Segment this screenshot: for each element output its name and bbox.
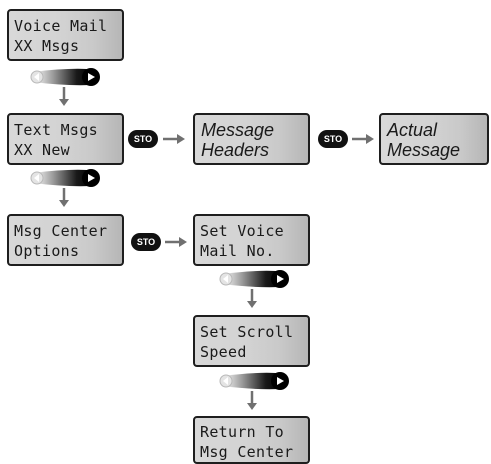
text-msgs-line-1: Text Msgs — [14, 121, 98, 139]
voice-mail-line-1: Voice Mail — [14, 17, 108, 35]
scroll-key-icon — [30, 68, 100, 86]
arrow-icon — [247, 391, 257, 410]
set-scroll-speed-line-1: Set Scroll — [200, 323, 294, 341]
set-voice-mail-screen: Set Voice Mail No. — [193, 214, 310, 266]
sto-key-2: STO — [318, 130, 348, 148]
arrow-icon — [352, 134, 374, 144]
message-headers-screen: Message Headers — [193, 113, 310, 165]
arrow-icon — [163, 134, 185, 144]
arrow-icon — [59, 87, 69, 106]
message-headers-line-2: Headers — [201, 140, 270, 160]
actual-message-screen: Actual Message — [379, 113, 489, 165]
sto-key-3: STO — [131, 233, 161, 251]
message-headers-line-1: Message — [201, 120, 275, 140]
arrow-icon — [165, 237, 187, 247]
return-msg-center-line-1: Return To — [200, 423, 284, 441]
msg-center-options-screen: Msg Center Options — [7, 214, 124, 266]
scroll-key-icon — [219, 270, 289, 288]
scroll-key-icon — [219, 372, 289, 390]
sto-key-1: STO — [128, 130, 158, 148]
actual-message-line-1: Actual — [387, 120, 438, 140]
set-voice-mail-line-1: Set Voice — [200, 222, 284, 240]
return-msg-center-line-2: Msg Center — [200, 443, 294, 461]
set-voice-mail-line-2: Mail No. — [200, 242, 275, 260]
text-msgs-screen: Text Msgs XX New — [7, 113, 124, 165]
arrow-icon — [247, 289, 257, 308]
arrow-icon — [59, 188, 69, 207]
return-msg-center-screen: Return To Msg Center — [193, 416, 310, 464]
voice-mail-screen: Voice Mail XX Msgs — [7, 9, 124, 61]
text-msgs-line-2: XX New — [14, 141, 70, 159]
set-scroll-speed-line-2: Speed — [200, 343, 247, 361]
actual-message-line-2: Message — [387, 140, 461, 160]
scroll-key-icon — [30, 169, 100, 187]
set-scroll-speed-screen: Set Scroll Speed — [193, 315, 310, 367]
voice-mail-line-2: XX Msgs — [14, 37, 80, 55]
msg-center-options-line-2: Options — [14, 242, 80, 260]
msg-center-options-line-1: Msg Center — [14, 222, 108, 240]
